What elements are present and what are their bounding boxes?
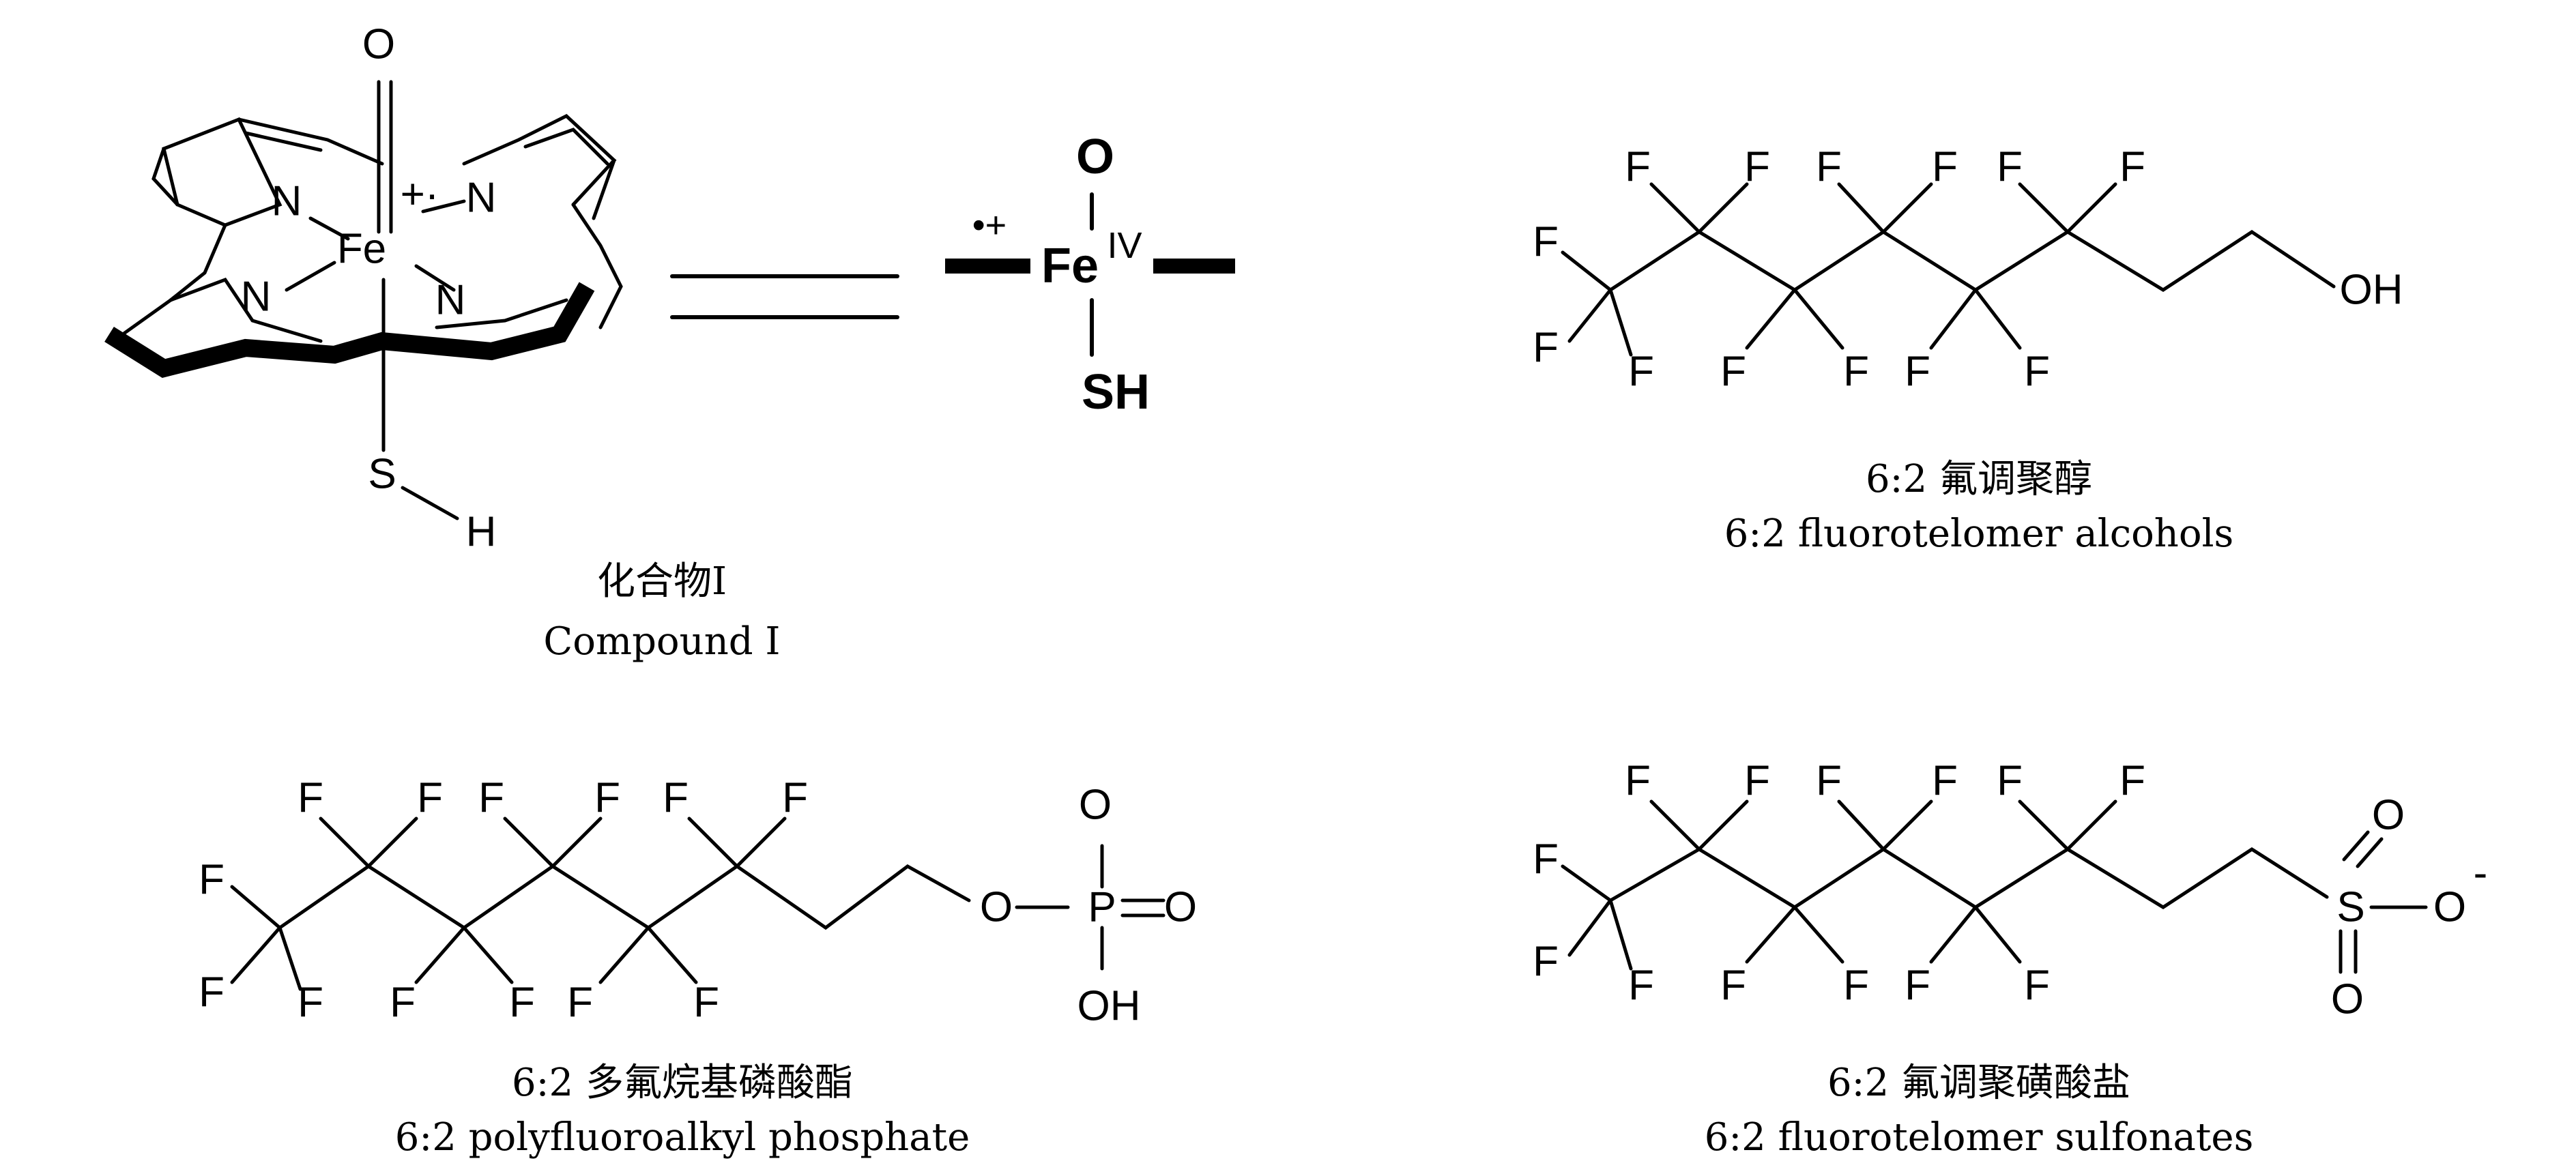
ftoh-caption-en: 6:2 fluorotelomer alcohols [1724, 512, 2234, 556]
simplified-oxidation-label: IV [1107, 225, 1142, 266]
pap-caption-zh: 6:2 多氟烷基磷酸酯 [512, 1061, 853, 1105]
fts-bottom-o-label: O [2331, 976, 2364, 1023]
compound-i-n1-label: N [272, 178, 302, 225]
pap-f-label: F [782, 775, 808, 822]
pap-caption-en: 6:2 polyfluoroalkyl phosphate [394, 1115, 970, 1160]
fts-f-label: F [1744, 758, 1770, 805]
fts-f-label: F [1533, 939, 1559, 986]
compound-i-oxo-label: O [362, 21, 395, 68]
ftoh-f-label: F [1816, 144, 1842, 191]
pap-ester-o-label: O [980, 884, 1013, 931]
pap-f-label: F [390, 980, 416, 1027]
compound-i-n2-label: N [466, 175, 497, 222]
pap-f-label: F [567, 980, 593, 1027]
ftoh-structure: F F F F F F F F F F F F F OH [1533, 144, 2403, 396]
ftoh-f-label: F [1720, 349, 1746, 396]
pap-structure: F F F F F F F F F F F F F O P O O OH [199, 775, 1197, 1030]
ftoh-f-label: F [1843, 349, 1869, 396]
fts-f-label: F [1625, 758, 1651, 805]
ftoh-f-label: F [1744, 144, 1770, 191]
pap-p-label: P [1088, 884, 1116, 931]
ftoh-f-label: F [2119, 144, 2145, 191]
fts-caption-zh: 6:2 氟调聚磺酸盐 [1827, 1061, 2130, 1105]
compound-i-simplified-structure: O Fe IV •+ SH [945, 130, 1235, 420]
compound-i-h-label: H [466, 509, 497, 556]
pap-f-label: F [298, 775, 323, 822]
compound-i-caption-en: Compound I [543, 619, 781, 664]
pap-f-label: F [199, 969, 225, 1016]
simplified-fe-label: Fe [1041, 239, 1099, 293]
fts-top-o-label: O [2372, 792, 2405, 839]
ftoh-f-label: F [1905, 349, 1930, 396]
fts-s-label: S [2336, 884, 2364, 931]
pap-f-label: F [509, 980, 535, 1027]
pap-double-o-label: O [1164, 884, 1197, 931]
fts-f-label: F [1533, 836, 1559, 883]
ftoh-f-label: F [1628, 349, 1654, 396]
fts-caption-en: 6:2 fluorotelomer sulfonates [1704, 1115, 2254, 1160]
fts-f-label: F [2119, 758, 2145, 805]
pap-f-label: F [298, 980, 323, 1027]
fts-f-label: F [1628, 962, 1654, 1010]
fts-f-label: F [1720, 962, 1746, 1010]
pap-oh-label: OH [1077, 983, 1141, 1030]
pap-f-label: F [478, 775, 504, 822]
compound-i-charge-label: +· [401, 171, 439, 218]
equivalence-sign [670, 274, 899, 319]
ftoh-f-label: F [1533, 219, 1559, 266]
compound-i-fe-label: Fe [337, 226, 386, 273]
fts-f-label: F [1905, 962, 1930, 1010]
compound-i-n4-label: N [435, 277, 466, 324]
compound-i-s-label: S [368, 451, 396, 498]
fts-f-label: F [1997, 758, 2023, 805]
compound-i-caption-zh: 化合物I [596, 559, 727, 604]
simplified-oxo-label: O [1076, 130, 1114, 184]
fts-charge-label: - [2474, 850, 2488, 897]
pap-f-label: F [594, 775, 620, 822]
pap-f-label: F [199, 857, 225, 904]
ftoh-caption-zh: 6:2 氟调聚醇 [1866, 457, 2092, 501]
fts-f-label: F [1816, 758, 1842, 805]
pap-top-o-label: O [1079, 782, 1112, 829]
pap-f-label: F [417, 775, 443, 822]
fts-anion-o-label: O [2433, 884, 2466, 931]
compound-i-n3-label: N [241, 274, 272, 321]
fts-structure: F F F F F F F F F F F F F S O O O - [1533, 758, 2487, 1023]
ftoh-f-label: F [1625, 144, 1651, 191]
simplified-radical-label: •+ [972, 205, 1007, 246]
fts-f-label: F [2024, 962, 2050, 1010]
compound-i-porphyrin-structure: O N N N N Fe +· S H [104, 21, 623, 556]
ftoh-oh-label: OH [2340, 267, 2403, 314]
pap-f-label: F [663, 775, 689, 822]
fts-f-label: F [1932, 758, 1958, 805]
pap-f-label: F [693, 980, 719, 1027]
ftoh-f-label: F [1533, 325, 1559, 372]
ftoh-f-label: F [1932, 144, 1958, 191]
ftoh-f-label: F [1997, 144, 2023, 191]
ftoh-f-label: F [2024, 349, 2050, 396]
simplified-sh-label: SH [1082, 365, 1150, 420]
fts-f-label: F [1843, 962, 1869, 1010]
